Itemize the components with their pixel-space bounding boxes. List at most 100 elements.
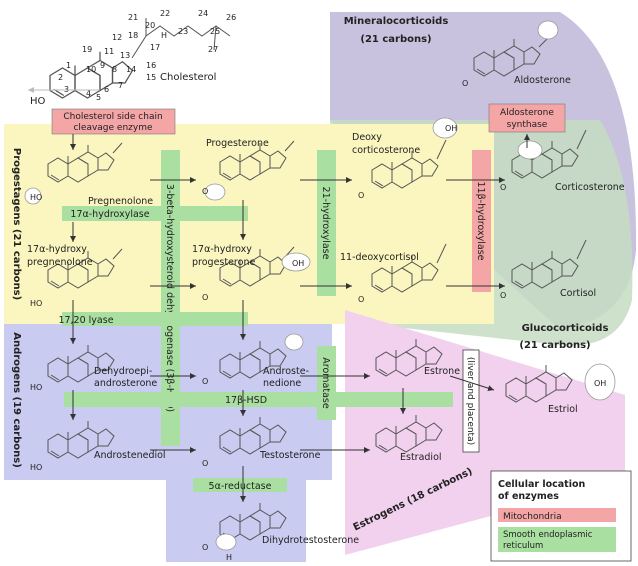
enzyme-21-hydroxylase: 21-hydroxylase [317, 150, 336, 296]
pathway-arrows [28, 87, 530, 502]
svg-text:17α-hydroxylase: 17α-hydroxylase [70, 209, 149, 220]
svg-text:7: 7 [118, 81, 123, 90]
enzyme-17b-hsd: 17β-HSD [64, 392, 453, 407]
svg-text:25: 25 [210, 27, 220, 36]
svg-text:Cholesterol side chain: Cholesterol side chain [63, 112, 162, 122]
svg-text:15: 15 [146, 73, 156, 82]
hydroxyprogesterone-label-2: progesterone [192, 257, 255, 268]
pregnenolone-label: Pregnenolone [88, 196, 153, 207]
svg-text:(liver and placenta): (liver and placenta) [465, 357, 475, 445]
highlight-circle [517, 140, 543, 160]
svg-text:H: H [161, 31, 167, 40]
dhea-label-2: androsterone [94, 378, 157, 389]
svg-text:5: 5 [96, 93, 101, 102]
enzyme-aromatase: Aromatase [317, 346, 336, 420]
estradiol-label: Estradiol [400, 452, 442, 463]
highlight-circle [584, 363, 616, 401]
highlight-circle [281, 252, 311, 272]
estriol-label: Estriol [548, 404, 578, 415]
svg-text:cleavage enzyme: cleavage enzyme [73, 123, 153, 133]
svg-text:16: 16 [146, 61, 156, 70]
svg-text:O: O [202, 459, 208, 468]
highlight-circle [284, 333, 304, 351]
deoxycortisol-structure [371, 243, 447, 293]
deoxycorticosterone-structure [371, 139, 447, 189]
legend-mito-label: Mitochondria [503, 512, 562, 522]
svg-text:2: 2 [58, 73, 63, 82]
deoxycortisol-label: 11-deoxycortisol [340, 252, 419, 263]
svg-text:O: O [462, 79, 468, 88]
enzyme-17a-hydroxylase: 17α-hydroxylase [62, 206, 248, 221]
svg-text:9: 9 [100, 61, 105, 70]
progesterone-label: Progesterone [206, 138, 269, 149]
highlight-circle [537, 20, 559, 40]
svg-text:O: O [500, 183, 506, 192]
hydroxypregnenolone-label-1: 17α-hydroxy [27, 244, 87, 255]
atom-labels: HO O O O O HO O O O HO O HO O O OH OH OH… [30, 31, 606, 562]
svg-text:O: O [202, 377, 208, 386]
svg-text:24: 24 [198, 9, 208, 18]
svg-text:23: 23 [178, 27, 188, 36]
svg-text:14: 14 [126, 65, 136, 74]
svg-text:HO: HO [30, 193, 42, 202]
pregnenolone-structure [47, 142, 123, 183]
progesterone-structure [219, 140, 295, 181]
svg-text:13: 13 [120, 51, 130, 60]
svg-text:17β-HSD: 17β-HSD [225, 395, 267, 406]
svg-text:OH: OH [445, 124, 457, 133]
aldosterone-label: Aldosterone [514, 75, 571, 86]
svg-text:18: 18 [128, 31, 138, 40]
svg-text:8: 8 [112, 65, 117, 74]
deoxycorticosterone-label-1: Deoxy [352, 132, 382, 143]
glucocorticoid-label: Glucocorticoids [522, 323, 609, 334]
highlight-circle [24, 187, 42, 205]
cholesterol-label: Cholesterol [160, 72, 216, 83]
cortisol-label: Cortisol [560, 288, 596, 299]
svg-text:O: O [202, 543, 208, 552]
cholesterol-atom-numbers: 21 22 24 26 20 23 25 27 18 12 17 19 11 1… [58, 9, 236, 102]
svg-text:17: 17 [150, 43, 160, 52]
svg-text:HO: HO [30, 299, 42, 308]
mineralocorticoid-label: Mineralocorticoids [344, 16, 449, 27]
cholesterol-structure [49, 18, 231, 99]
svg-text:synthase: synthase [507, 120, 548, 130]
svg-text:11: 11 [104, 47, 114, 56]
svg-text:4: 4 [86, 89, 91, 98]
enzyme-5a-reductase: 5α-reductase [193, 478, 287, 492]
enzyme-side-chain-cleavage: Cholesterol side chain cleavage enzyme [51, 108, 176, 135]
highlight-circle [215, 533, 237, 551]
corticosterone-label: Corticosterone [555, 182, 625, 193]
progestagen-region [4, 124, 494, 324]
svg-text:1: 1 [66, 61, 71, 70]
svg-text:6: 6 [104, 85, 109, 94]
estrone-label: Estrone [424, 366, 460, 377]
svg-text:11β-hydroxylase: 11β-hydroxylase [475, 182, 486, 261]
deoxycorticosterone-label-2: corticosterone [352, 145, 420, 156]
svg-text:19: 19 [82, 45, 92, 54]
svg-text:20: 20 [145, 21, 155, 30]
svg-text:22: 22 [160, 9, 170, 18]
androgen-label: Androgens (19 carbons) [11, 332, 22, 468]
legend-er-label-1: Smooth endoplasmic [503, 530, 593, 540]
svg-text:O: O [500, 291, 506, 300]
svg-text:21-hydroxylase: 21-hydroxylase [320, 187, 331, 260]
legend-title-2: of enzymes [498, 491, 559, 502]
enzyme-aldosterone-synthase: Aldosterone synthase [488, 103, 566, 133]
svg-text:12: 12 [112, 33, 122, 42]
svg-text:5α-reductase: 5α-reductase [209, 481, 272, 492]
highlight-circle [204, 183, 226, 201]
enzyme-17-20-lyase: 17,20 lyase [58, 312, 248, 326]
androstenedione-label-1: Androste- [263, 366, 309, 377]
legend-title-1: Cellular location [498, 479, 585, 490]
hydroxyprogesterone-label-1: 17α-hydroxy [192, 244, 252, 255]
svg-text:O: O [202, 293, 208, 302]
enzyme-11b-hydroxylase: 11β-hydroxylase [472, 150, 491, 292]
svg-text:O: O [358, 191, 364, 200]
legend-er-swatch [498, 527, 616, 552]
svg-text:27: 27 [208, 45, 218, 54]
testosterone-label: Testosterone [259, 450, 321, 461]
svg-text:H: H [226, 553, 232, 562]
legend-er-label-2: reticulum [503, 541, 543, 551]
cholesterol-hydroxyl: HO [30, 96, 46, 107]
